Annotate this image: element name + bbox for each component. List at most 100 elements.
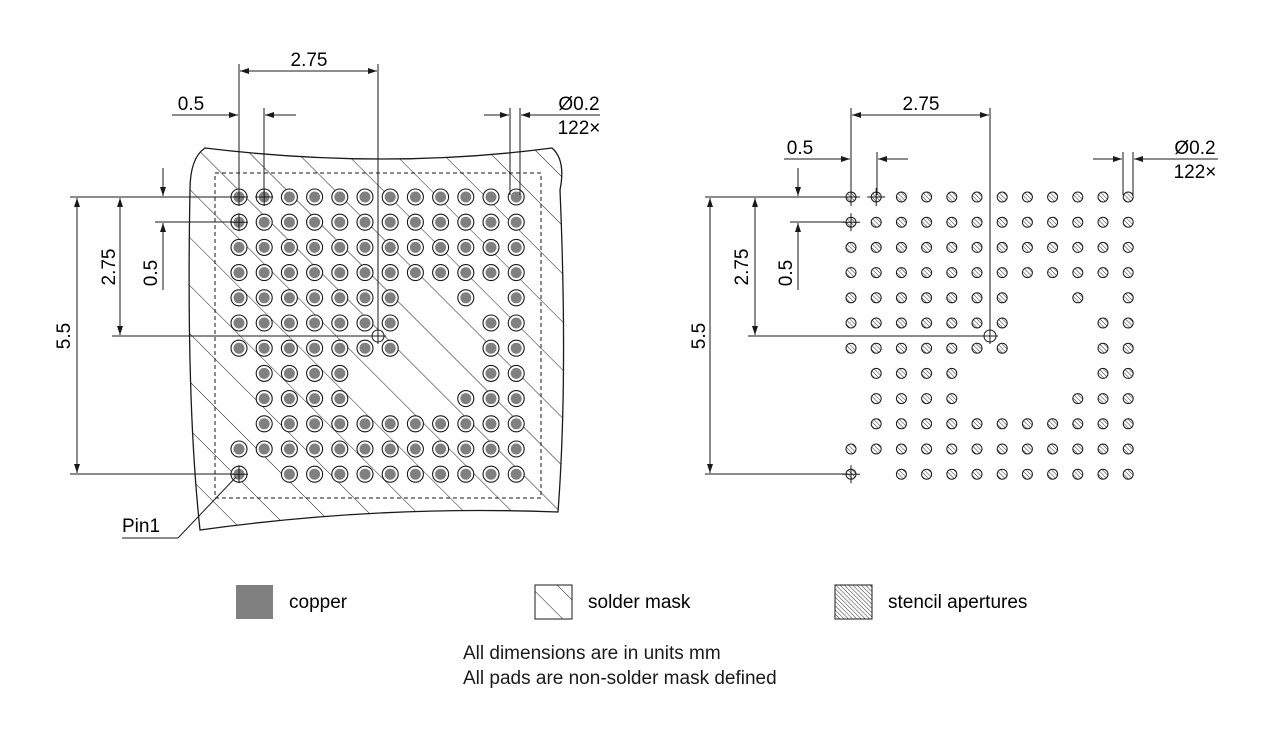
copper-pad <box>381 238 399 256</box>
dim-label-full-height: 5.5 <box>689 323 710 349</box>
stencil-aperture <box>1047 216 1059 228</box>
copper-pad <box>457 238 475 256</box>
stencil-aperture <box>921 267 933 279</box>
copper-pad <box>331 188 349 206</box>
stencil-aperture <box>1122 342 1134 354</box>
stencil-aperture <box>1097 393 1109 405</box>
note-units: All dimensions are in units mm <box>463 643 721 664</box>
stencil-aperture <box>1047 468 1059 480</box>
copper-pad <box>457 465 475 483</box>
copper-pad <box>255 213 273 231</box>
copper-pad <box>255 339 273 357</box>
dim-label-half-height: 2.75 <box>732 249 753 286</box>
copper-pad <box>482 364 500 382</box>
stencil-aperture <box>921 241 933 253</box>
stencil-aperture <box>996 418 1008 430</box>
copper-pad <box>406 465 424 483</box>
stencil-aperture <box>1021 216 1033 228</box>
copper-pad <box>255 238 273 256</box>
stencil-aperture <box>1122 216 1134 228</box>
stencil-aperture <box>895 317 907 329</box>
copper-pad <box>507 264 525 282</box>
stencil-aperture <box>946 393 958 405</box>
stencil-aperture <box>1047 443 1059 455</box>
copper-pad <box>230 238 248 256</box>
copper-pad <box>331 339 349 357</box>
stencil-aperture <box>1047 191 1059 203</box>
copper-pad <box>381 415 399 433</box>
center-marker <box>982 328 998 344</box>
copper-pad <box>306 440 324 458</box>
stencil-aperture <box>895 443 907 455</box>
dim-label-half-width: 2.75 <box>903 94 940 115</box>
copper-pad <box>406 213 424 231</box>
stencil-aperture <box>1072 292 1084 304</box>
dimension-lines-vertical <box>70 168 372 475</box>
stencil-aperture <box>845 292 857 304</box>
copper-pad <box>406 264 424 282</box>
stencil-aperture <box>1097 342 1109 354</box>
dim-label-diameter: Ø0.2 <box>558 94 599 115</box>
stencil-aperture <box>971 292 983 304</box>
legend-copper-label: copper <box>289 592 348 613</box>
copper-pad <box>482 440 500 458</box>
stencil-aperture <box>921 367 933 379</box>
stencil-aperture <box>1072 191 1084 203</box>
copper-pad <box>280 390 298 408</box>
stencil-aperture <box>895 393 907 405</box>
stencil-aperture <box>996 292 1008 304</box>
stencil-aperture <box>996 267 1008 279</box>
stencil-aperture <box>946 317 958 329</box>
copper-pad <box>255 289 273 307</box>
stencil-aperture <box>971 191 983 203</box>
stencil-aperture <box>971 342 983 354</box>
stencil-aperture <box>870 367 882 379</box>
stencil-aperture <box>971 317 983 329</box>
copper-pad <box>280 465 298 483</box>
copper-pad <box>356 264 374 282</box>
dim-label-half-width: 2.75 <box>291 50 328 71</box>
stencil-aperture <box>971 216 983 228</box>
dim-label-full-height: 5.5 <box>54 323 75 349</box>
stencil-aperture <box>921 317 933 329</box>
stencil-aperture <box>921 342 933 354</box>
stencil-aperture <box>1122 418 1134 430</box>
stencil-aperture <box>1072 216 1084 228</box>
copper-swatch <box>236 585 273 619</box>
stencil-aperture <box>946 267 958 279</box>
stencil-aperture <box>921 191 933 203</box>
copper-pad <box>381 440 399 458</box>
stencil-aperture <box>1021 267 1033 279</box>
notes: All dimensions are in units mm All pads … <box>463 641 777 691</box>
copper-pad <box>381 289 399 307</box>
copper-pad <box>457 440 475 458</box>
copper-pad <box>255 314 273 332</box>
copper-pad <box>507 238 525 256</box>
copper-pad <box>280 289 298 307</box>
copper-pad <box>331 314 349 332</box>
stencil-aperture <box>845 317 857 329</box>
copper-pad <box>507 339 525 357</box>
copper-pad <box>457 289 475 307</box>
copper-pad <box>381 188 399 206</box>
stencil-aperture <box>895 241 907 253</box>
stencil-aperture <box>996 317 1008 329</box>
copper-pad <box>230 314 248 332</box>
copper-pad <box>306 465 324 483</box>
stencil-aperture <box>895 367 907 379</box>
copper-pad <box>507 440 525 458</box>
pin1-leader <box>122 476 237 539</box>
stencil-aperture <box>1021 443 1033 455</box>
stencil-aperture <box>1122 443 1134 455</box>
dim-label-pitch-v: 0.5 <box>141 260 162 286</box>
stencil-aperture <box>895 292 907 304</box>
copper-pad <box>331 264 349 282</box>
copper-pad <box>406 440 424 458</box>
stencil-aperture <box>946 241 958 253</box>
stencil-aperture <box>845 443 857 455</box>
copper-pad <box>507 213 525 231</box>
stencil-aperture <box>946 468 958 480</box>
stencil-aperture <box>1097 367 1109 379</box>
stencil-aperture <box>895 418 907 430</box>
legend: copper solder mask stencil apertures <box>236 584 1027 620</box>
